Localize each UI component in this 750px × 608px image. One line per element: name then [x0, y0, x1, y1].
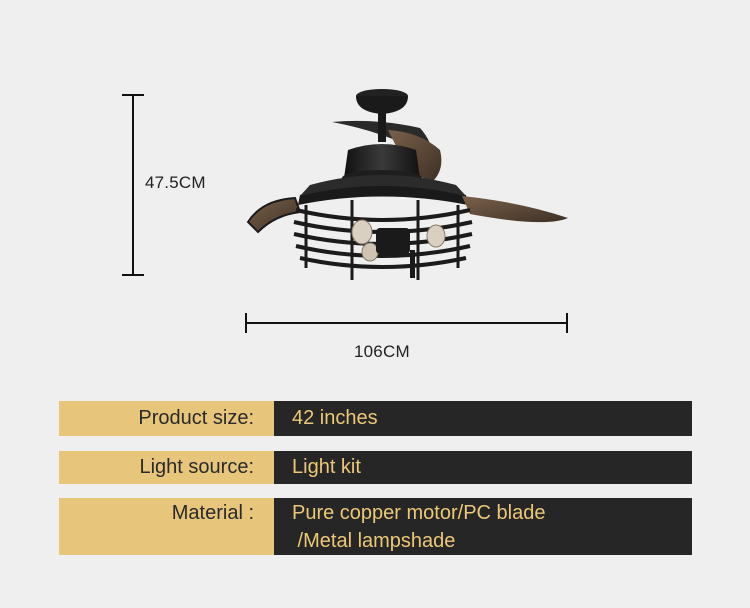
height-dimension-label: 47.5CM	[145, 173, 206, 192]
spec-key: Light source:	[59, 451, 274, 484]
spec-row-material: Material : Pure copper motor/PC blade /M…	[59, 498, 692, 555]
spec-value-line: Light kit	[292, 456, 361, 478]
spec-row-light-source: Light source: Light kit	[59, 451, 692, 484]
spec-value-line: 42 inches	[292, 407, 378, 429]
spec-value: Light kit	[274, 451, 692, 484]
spec-value-line: Pure copper motor/PC blade	[292, 502, 546, 524]
pull-chain	[410, 250, 415, 278]
downrod	[378, 112, 386, 142]
spec-key: Material :	[59, 498, 274, 555]
light-hub	[376, 228, 410, 254]
fan-blade-left	[246, 196, 302, 234]
canopy	[356, 96, 408, 114]
spec-value: 42 inches	[274, 401, 692, 436]
spec-value-line: /Metal lampshade	[292, 530, 456, 552]
spec-row-product-size: Product size: 42 inches	[59, 401, 692, 436]
fan-blade-right	[462, 196, 568, 223]
cage-bars	[304, 200, 460, 280]
width-dimension-label: 106CM	[354, 342, 410, 361]
spec-value: Pure copper motor/PC blade /Metal lampsh…	[274, 498, 692, 555]
cage-shoulder	[300, 175, 466, 196]
spec-key: Product size:	[59, 401, 274, 436]
